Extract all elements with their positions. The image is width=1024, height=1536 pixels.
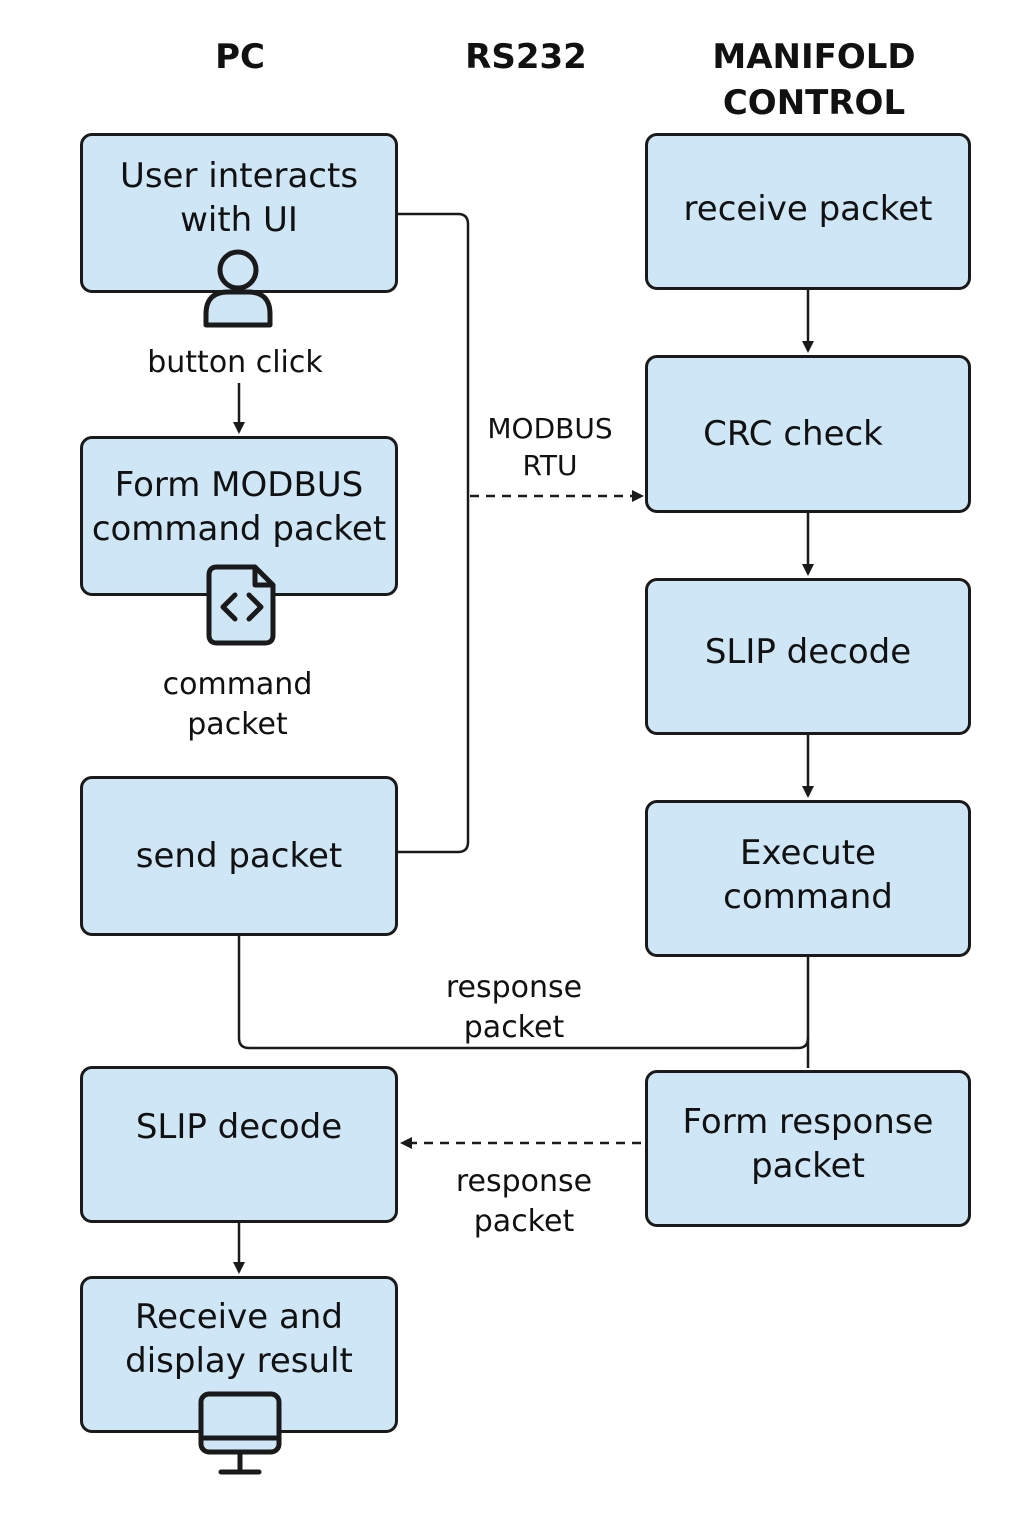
- box-form-response-packet: Form response packet: [645, 1070, 971, 1227]
- box-receive-display-result-label: Receive and display result: [125, 1297, 353, 1381]
- label-response-packet-top: response packet: [445, 970, 583, 1045]
- box-user-interacts-label: User interacts with UI: [119, 156, 359, 240]
- header-rs232: RS232: [465, 37, 587, 77]
- box-pc-slip-decode-label: SLIP decode: [135, 1107, 343, 1147]
- code-file-icon: [206, 564, 276, 646]
- box-send-packet: send packet: [80, 776, 398, 936]
- label-response-packet-bottom: response packet: [455, 1164, 593, 1239]
- box-form-response-packet-label: Form response packet: [682, 1101, 934, 1186]
- monitor-icon: [198, 1391, 282, 1475]
- box-crc-check-label: CRC check: [703, 414, 883, 454]
- box-receive-display-result: Receive and display result: [80, 1276, 398, 1433]
- rs232-link-line: [398, 212, 470, 854]
- response-loop-line: [237, 936, 810, 1050]
- label-button-click: button click: [147, 345, 323, 380]
- box-pc-slip-decode: SLIP decode: [80, 1066, 398, 1223]
- box-execute-command-label: Execute command: [723, 832, 893, 917]
- box-receive-packet-label: receive packet: [683, 188, 933, 229]
- box-send-packet-label: send packet: [135, 836, 343, 876]
- box-crc-check: CRC check: [645, 355, 971, 513]
- box-execute-command: Execute command: [645, 800, 971, 957]
- box-form-modbus-packet-label: Form MODBUS command packet: [91, 465, 387, 549]
- header-pc: PC: [215, 37, 265, 77]
- box-device-slip-decode-label: SLIP decode: [704, 631, 912, 672]
- user-icon: [203, 249, 273, 328]
- label-command-packet: command packet: [162, 667, 313, 742]
- box-device-slip-decode: SLIP decode: [645, 578, 971, 735]
- label-modbus-rtu: MODBUS RTU: [487, 412, 613, 482]
- box-receive-packet: receive packet: [645, 133, 971, 290]
